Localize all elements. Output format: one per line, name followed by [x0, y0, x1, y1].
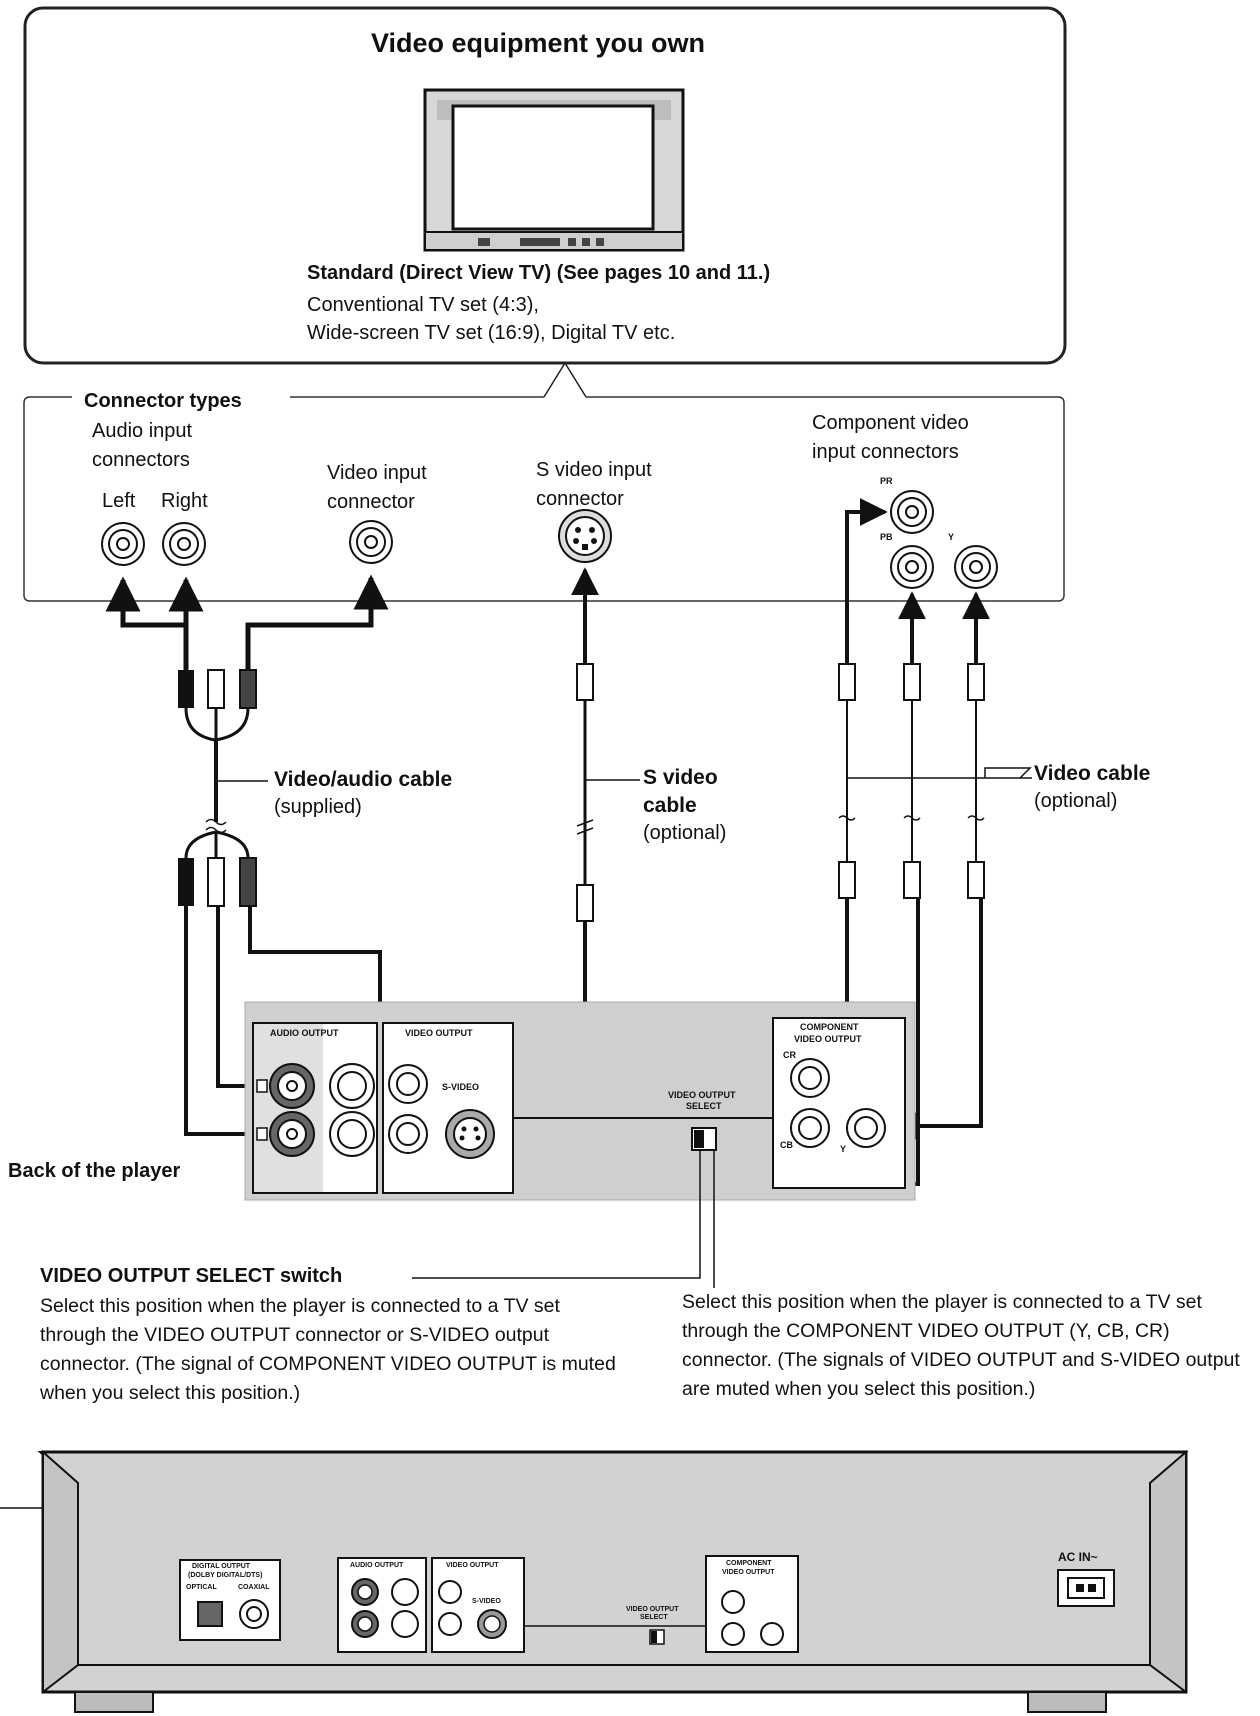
video-output-block — [382, 1022, 514, 1194]
switch-title: VIDEO OUTPUT SELECT switch — [40, 1265, 349, 1288]
va-cable-top-plugs — [178, 669, 257, 709]
rear-optical-label: OPTICAL — [186, 1584, 217, 1591]
component-y-input-jack — [954, 545, 998, 589]
rear-digital-output-line1: DIGITAL OUTPUT — [192, 1563, 251, 1570]
back-video-output-label: VIDEO OUTPUT — [405, 1028, 473, 1038]
component-pb-input-jack — [890, 545, 934, 589]
video-input-jack — [349, 520, 393, 564]
video-cable-title: Video cable — [1034, 762, 1151, 785]
s-video-input-label-line1: S video input — [536, 459, 652, 481]
video-audio-cable — [105, 574, 389, 859]
component-input-label-line1: Component video — [812, 412, 969, 434]
rear-coaxial-label: COAXIAL — [238, 1584, 270, 1591]
component-input-label-line2: input connectors — [812, 441, 959, 463]
rear-ac-in-label: AC IN~ — [1058, 1550, 1098, 1564]
back-s-video-label: S-VIDEO — [442, 1082, 480, 1092]
audio-right-input-jack — [162, 522, 206, 566]
switch-left-callout — [412, 1150, 701, 1279]
video-output-select-switch — [512, 1117, 775, 1151]
rear-video-output-label: VIDEO OUTPUT — [446, 1562, 499, 1569]
s-video-input-jack — [558, 509, 612, 563]
va-cable-note: (supplied) — [274, 796, 362, 818]
back-of-player-label: Back of the player — [8, 1160, 181, 1182]
back-y-label: Y — [840, 1144, 847, 1154]
equipment-box-title: Video equipment you own — [371, 28, 706, 58]
tv-heading: Standard (Direct View TV) (See pages 10 … — [307, 262, 771, 284]
back-component-label-line2: VIDEO OUTPUT — [794, 1034, 862, 1044]
s-video-cable-top-plug — [576, 663, 594, 701]
y-label: Y — [948, 532, 955, 542]
component-cable-bottom-plugs — [838, 861, 985, 899]
video-cable-note: (optional) — [1034, 790, 1118, 812]
tv-description-line1: Conventional TV set (4:3), — [307, 294, 539, 316]
connector-types-title: Connector types — [80, 390, 246, 413]
s-video-input-label-line2: connector — [536, 488, 624, 510]
back-select-label-line1: VIDEO OUTPUT — [668, 1090, 736, 1100]
pr-label: PR — [880, 476, 893, 486]
rear-digital-output-line2: (DOLBY DIGITAL/DTS) — [188, 1572, 263, 1579]
audio-left-input-jack — [101, 522, 145, 566]
right-channel-label: Right — [161, 490, 208, 512]
va-cable-title: Video/audio cable — [274, 768, 453, 791]
va-cable-break-mark — [205, 818, 227, 834]
pb-label: PB — [880, 532, 893, 542]
back-cb-label: CB — [780, 1140, 793, 1150]
rear-audio-output-label: AUDIO OUTPUT — [350, 1562, 404, 1569]
connector-types-box — [23, 396, 1065, 602]
s-video-cable-note: (optional) — [643, 822, 727, 844]
component-cable-break-marks — [838, 815, 985, 821]
rear-select-line1: VIDEO OUTPUT — [626, 1606, 679, 1613]
player-rear-illustration — [0, 1449, 1189, 1713]
component-output-block — [772, 1017, 906, 1189]
rear-component-line2: VIDEO OUTPUT — [722, 1569, 775, 1576]
back-cr-label: CR — [783, 1050, 796, 1060]
equipment-pointer — [543, 361, 587, 398]
back-audio-output-label: AUDIO OUTPUT — [270, 1028, 339, 1038]
tv-description-line2: Wide-screen TV set (16:9), Digital TV et… — [307, 322, 676, 344]
back-select-label-line2: SELECT — [686, 1101, 722, 1111]
rear-select-line2: SELECT — [640, 1614, 668, 1621]
s-video-cable-break-mark — [576, 819, 594, 835]
rear-component-line1: COMPONENT — [726, 1560, 772, 1567]
component-cable-top-plugs — [838, 663, 985, 701]
switch-left-note: Select this position when the player is … — [40, 1295, 616, 1404]
audio-input-label-line1: Audio input — [92, 420, 193, 442]
component-pr-input-jack — [890, 490, 934, 534]
component-cable-leader — [847, 767, 1032, 779]
audio-input-label-line2: connectors — [92, 449, 190, 471]
video-input-label-line2: connector — [327, 491, 415, 513]
switch-right-note: Select this position when the player is … — [682, 1291, 1240, 1400]
va-cable-bottom-plugs — [178, 857, 257, 907]
video-input-label-line1: Video input — [327, 462, 427, 484]
s-video-cable-title-line2: cable — [643, 794, 697, 817]
rear-s-video-label: S-VIDEO — [472, 1598, 501, 1605]
back-component-label-line1: COMPONENT — [800, 1022, 859, 1032]
s-video-cable-title-line1: S video — [643, 766, 718, 789]
s-video-cable-bottom-plug — [576, 884, 594, 922]
left-channel-label: Left — [102, 490, 136, 512]
audio-output-block — [252, 1022, 378, 1194]
tv-set-illustration — [423, 88, 685, 252]
